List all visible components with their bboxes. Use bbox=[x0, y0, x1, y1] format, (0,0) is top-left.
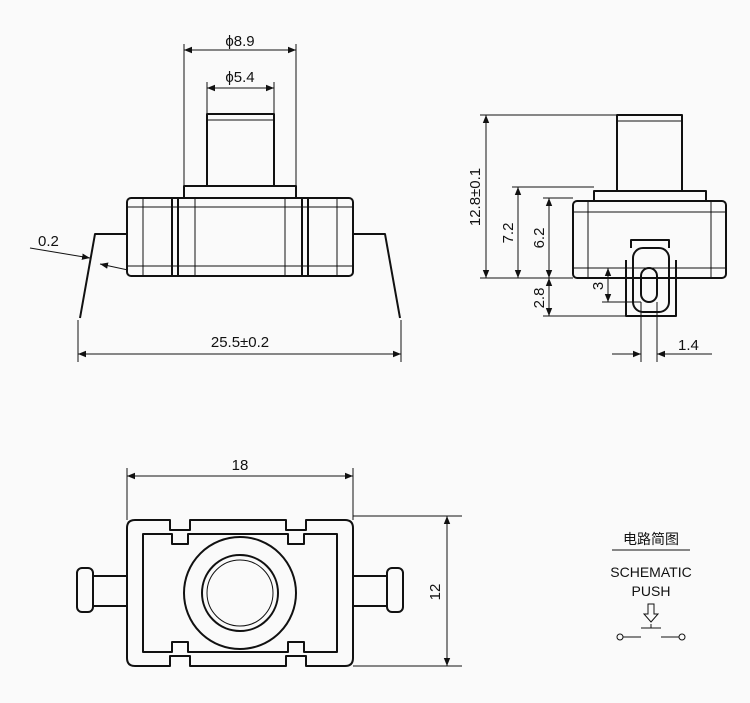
side-terminal-slot bbox=[640, 267, 658, 303]
front-plunger bbox=[206, 113, 275, 187]
side-plunger bbox=[616, 114, 683, 192]
legend-subtitle: PUSH bbox=[632, 583, 671, 599]
side-view: 12.8±0.1 7.2 6.2 2.8 3 1.4 bbox=[467, 114, 727, 362]
dim-body-height-a: 7.2 bbox=[500, 223, 517, 244]
bottom-plunger-inner bbox=[201, 554, 279, 632]
front-view: ϕ8.9 ϕ5.4 0.2 25.5±0.2 bbox=[29, 33, 402, 362]
dim-top-outer-diameter: ϕ8.9 bbox=[225, 33, 254, 50]
side-body bbox=[572, 200, 727, 279]
bottom-right-pin bbox=[352, 575, 388, 607]
dim-pin-width: 1.4 bbox=[678, 337, 699, 354]
dim-top-inner-diameter: ϕ5.4 bbox=[225, 69, 254, 86]
legend-title-en: SCHEMATIC bbox=[610, 564, 691, 580]
dim-bottom-width: 12 bbox=[427, 584, 444, 601]
dim-overall-width: 25.5±0.2 bbox=[211, 334, 269, 351]
bottom-left-pin bbox=[92, 575, 128, 607]
bottom-plunger-outer bbox=[183, 536, 297, 650]
front-left-lead bbox=[79, 233, 127, 319]
dim-pin-length: 2.8 bbox=[531, 288, 548, 309]
front-right-lead bbox=[353, 233, 401, 319]
dim-lead-thickness: 0.2 bbox=[38, 233, 59, 250]
legend-title-cn: 电路简图 bbox=[623, 531, 679, 548]
dim-bottom-length: 18 bbox=[232, 457, 249, 474]
switch-terminal-right bbox=[678, 633, 686, 641]
side-terminal bbox=[625, 239, 677, 317]
front-body bbox=[126, 197, 354, 277]
push-arrow-icon bbox=[642, 603, 660, 623]
dim-body-height-b: 6.2 bbox=[531, 228, 548, 249]
dim-total-height: 12.8±0.1 bbox=[467, 168, 484, 226]
side-collar bbox=[593, 190, 707, 202]
schematic-legend: 电路简图 SCHEMATIC PUSH bbox=[610, 531, 692, 641]
dim-slot-length: 3 bbox=[590, 282, 607, 290]
bottom-body bbox=[126, 519, 354, 667]
bottom-view: 18 12 bbox=[76, 457, 462, 667]
switch-terminal-left bbox=[616, 633, 624, 641]
front-collar bbox=[183, 185, 297, 199]
